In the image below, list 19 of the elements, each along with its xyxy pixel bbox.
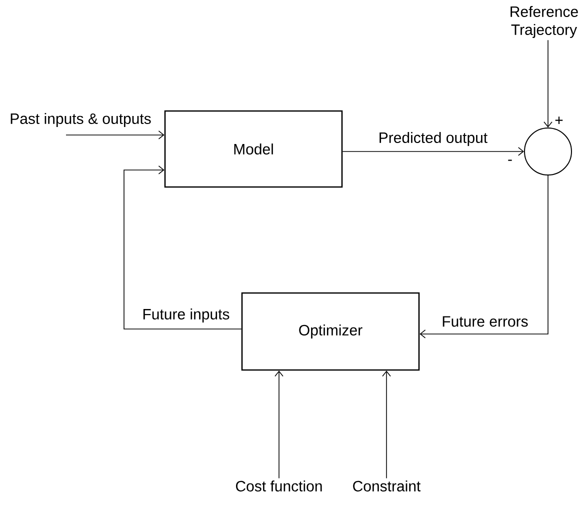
signal-label: Constraint [353, 480, 421, 492]
signal-label: Cost function [236, 480, 322, 492]
sign-label: - [508, 160, 512, 161]
edge-label: Predicted output [377, 131, 489, 147]
process-box: Model [164, 110, 343, 188]
arrow [342, 147, 524, 156]
arrow [66, 130, 164, 140]
arrow [420, 175, 548, 338]
arrow [382, 370, 391, 479]
arrow [274, 370, 284, 479]
arrow [124, 166, 242, 330]
edge-label: Past inputs & outputs [8, 112, 152, 128]
process-box: Optimizer [241, 292, 420, 371]
summing-circle [524, 128, 572, 176]
edge-label: Future errors [440, 315, 530, 328]
sign-label: + [555, 116, 563, 124]
edge-label: Future inputs [141, 308, 231, 324]
arrow [544, 40, 552, 128]
signal-label: Reference Trajectory [510, 6, 578, 38]
